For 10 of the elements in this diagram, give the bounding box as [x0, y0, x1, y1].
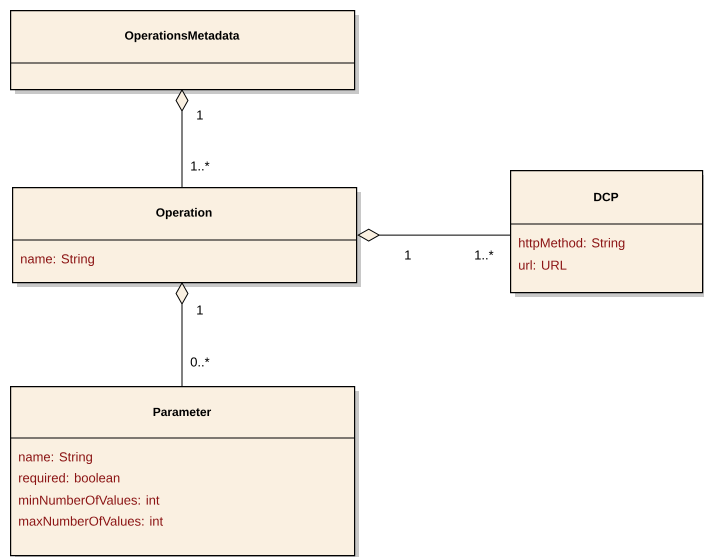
multiplicity-label: 1..* — [475, 250, 494, 260]
multiplicity-label: 0..* — [190, 357, 210, 367]
multiplicity-label: 1..* — [191, 162, 210, 170]
class-box: DCP httpMethod: String url: URL — [510, 170, 704, 297]
multiplicity-label: 1 — [197, 306, 203, 314]
class-box: Parameter name: String required: boolean minNumberOfValues: int maxNumberOfValues: int — [10, 386, 359, 557]
multiplicity-label: 1 — [405, 250, 411, 260]
class-box: Operation name: String — [12, 187, 361, 287]
class-box: OperationsMetadata — [10, 10, 359, 94]
multiplicity-label: 1 — [197, 110, 203, 120]
